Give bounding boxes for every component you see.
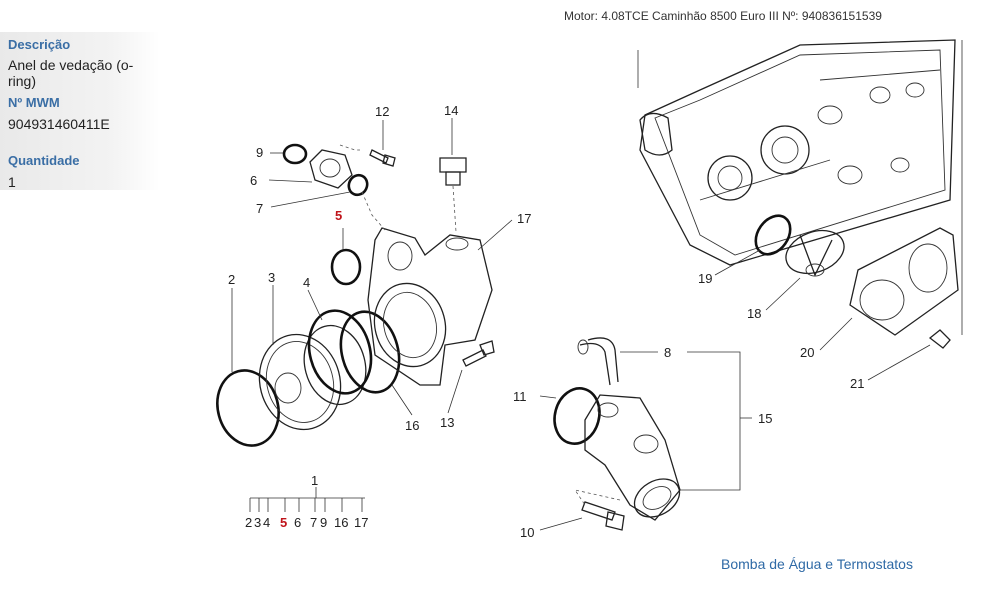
gasket-20 — [849, 227, 959, 336]
dashed-guide — [574, 489, 621, 506]
o-ring-2 — [216, 369, 280, 447]
callout-16[interactable]: 16 — [405, 418, 419, 433]
group-1-item[interactable]: 2 — [245, 515, 252, 530]
group-1-item[interactable]: 6 — [294, 515, 301, 530]
o-ring-19 — [754, 214, 792, 256]
callout-15[interactable]: 15 — [758, 411, 772, 426]
callout-18[interactable]: 18 — [747, 306, 761, 321]
pipe-8 — [577, 337, 619, 386]
mwm-number-label: Nº MWM — [8, 95, 60, 110]
o-ring-9 — [282, 143, 308, 165]
o-ring-7 — [347, 173, 369, 197]
diagram-caption-link[interactable]: Bomba de Água e Termostatos — [721, 556, 913, 572]
dashed-guide — [452, 185, 457, 233]
clip-21 — [928, 329, 951, 349]
callout-11[interactable]: 11 — [513, 389, 527, 404]
pump-body-17 — [367, 227, 493, 386]
leader-lines — [231, 118, 931, 531]
group-1-item[interactable]: 9 — [320, 515, 327, 530]
group-1-item[interactable]: 7 — [310, 515, 317, 530]
callout-10[interactable]: 10 — [520, 525, 534, 540]
callout-19[interactable]: 19 — [698, 271, 712, 286]
outlet-housing-15 — [584, 394, 681, 521]
callout-9[interactable]: 9 — [256, 145, 263, 160]
callout-3[interactable]: 3 — [268, 270, 275, 285]
callout-4[interactable]: 4 — [303, 275, 310, 290]
flange-6 — [309, 149, 353, 189]
group-1-item-highlighted[interactable]: 5 — [280, 515, 287, 530]
group-1-item[interactable]: 3 — [254, 515, 261, 530]
thermostat-18 — [785, 229, 845, 277]
group-1-item[interactable]: 4 — [263, 515, 270, 530]
group-1-item[interactable]: 16 — [334, 515, 348, 530]
callout-17[interactable]: 17 — [517, 211, 531, 226]
callout-7[interactable]: 7 — [256, 201, 263, 216]
callout-8[interactable]: 8 — [664, 345, 671, 360]
callout-21[interactable]: 21 — [850, 376, 864, 391]
engine-header: Motor: 4.08TCE Caminhão 8500 Euro III Nº… — [564, 9, 882, 23]
callout-5-highlighted[interactable]: 5 — [335, 208, 342, 223]
callout-20[interactable]: 20 — [800, 345, 814, 360]
callout-13[interactable]: 13 — [440, 415, 454, 430]
callout-2[interactable]: 2 — [228, 272, 235, 287]
callout-12[interactable]: 12 — [375, 104, 389, 119]
pump-pulley-3 — [258, 324, 367, 431]
thermostat-housing-drawing — [639, 39, 956, 266]
o-ring-11 — [553, 387, 601, 445]
plug-14 — [439, 157, 467, 186]
group-1-item[interactable]: 17 — [354, 515, 368, 530]
callout-14[interactable]: 14 — [444, 103, 458, 118]
part-info-panel: Descrição Anel de vedação (o-ring) Nº MW… — [0, 32, 160, 190]
o-ring-5 — [330, 248, 362, 286]
bolt-13 — [462, 340, 495, 367]
mwm-number-value: 904931460411E — [8, 116, 110, 132]
bolt-12 — [369, 149, 396, 167]
o-ring-4 — [307, 309, 373, 395]
description-value: Anel de vedação (o-ring) — [8, 57, 134, 89]
callout-6[interactable]: 6 — [250, 173, 257, 188]
group-1-tree — [249, 487, 365, 512]
bolt-10 — [581, 501, 625, 531]
dashed-guide — [339, 144, 360, 151]
quantity-label: Quantidade — [8, 153, 80, 168]
quantity-value: 1 — [8, 174, 16, 190]
dashed-guide — [361, 191, 386, 231]
callout-1[interactable]: 1 — [311, 473, 318, 488]
o-ring-16 — [339, 310, 401, 394]
description-label: Descrição — [8, 37, 71, 52]
